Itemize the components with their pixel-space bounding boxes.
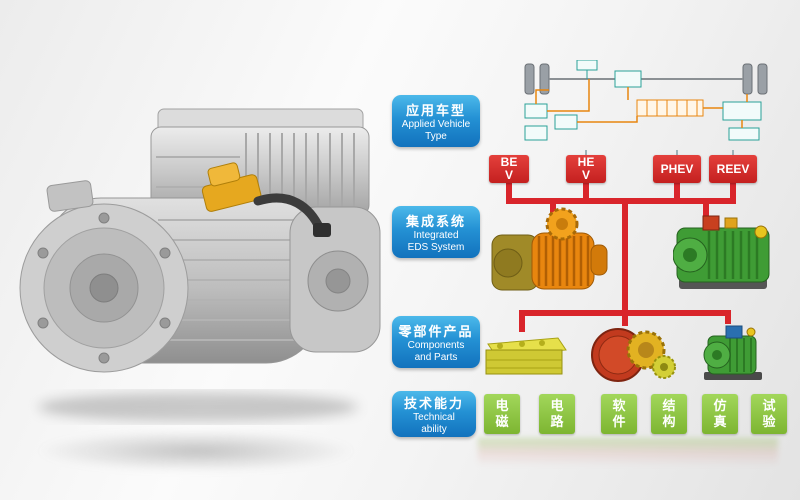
row-label-applied-vehicle-type: 应用车型 Applied Vehicle Type xyxy=(392,95,480,147)
row-label-en: EDS System xyxy=(407,241,465,253)
motor-ribbed-body xyxy=(531,232,595,290)
tree-line-eds-green-drop xyxy=(703,204,709,218)
tree-line-bottom-bus xyxy=(519,310,731,316)
controller-front-face xyxy=(485,349,563,375)
eds-orange-illustration xyxy=(491,207,608,291)
end-cap-bolts xyxy=(37,212,171,364)
component-gearset-image xyxy=(588,322,678,391)
schematic-connector-phev xyxy=(676,150,678,156)
gearbox-block xyxy=(614,70,642,88)
tree-line-top-bus xyxy=(506,198,736,204)
tree-line-reev-drop xyxy=(730,183,736,204)
small-motor-illustration xyxy=(703,325,762,380)
row-label-integrated-eds-system: 集成系统 Integrated EDS System xyxy=(392,206,480,258)
cable-terminal xyxy=(313,223,331,237)
tree-line-phev-drop xyxy=(674,183,680,204)
row-label-en: Integrated xyxy=(413,229,459,241)
vehicle-type-bev: BEV xyxy=(489,155,529,183)
yellow-port xyxy=(754,225,768,239)
side-cylinder xyxy=(590,244,608,276)
component-motor-image xyxy=(698,322,768,389)
hv-cable xyxy=(253,193,325,234)
row-label-zh: 集成系统 xyxy=(405,213,466,229)
vehicle-type-reev: REEV xyxy=(709,155,757,183)
gearset-illustration xyxy=(591,328,676,382)
row-label-en: and Parts xyxy=(414,351,458,363)
tree-line-component-left-drop xyxy=(519,316,525,332)
vehicle-type-phev: PHEV xyxy=(653,155,701,183)
diagram-reflection xyxy=(478,438,778,466)
terminal-box xyxy=(725,325,743,339)
motor-fins xyxy=(707,231,759,279)
schematic-connector-reev xyxy=(732,150,734,156)
capability-structure: 结构 xyxy=(651,394,687,434)
eds-green-illustration xyxy=(672,215,770,289)
controller-illustration xyxy=(485,337,567,375)
tree-line-hev-drop xyxy=(583,183,589,204)
row-label-zh: 技术能力 xyxy=(403,395,464,411)
edrive-unit-illustration xyxy=(19,108,381,422)
row-label-zh: 零部件产品 xyxy=(398,323,474,339)
aux-blocks xyxy=(524,101,762,141)
eds-system-orange-image xyxy=(489,205,611,302)
row-label-en: Type xyxy=(425,130,447,142)
wheel-rear-pair xyxy=(742,63,768,95)
edrive-unit-image xyxy=(8,95,388,430)
capability-software: 软件 xyxy=(601,394,637,434)
mounting-bracket xyxy=(46,180,94,212)
hv-connector xyxy=(201,162,262,212)
product-reflection xyxy=(36,430,356,472)
wheel-front-pair xyxy=(524,63,550,95)
capability-test: 试验 xyxy=(751,394,787,434)
row-label-zh: 应用车型 xyxy=(405,102,466,118)
powertrain-schematic xyxy=(519,59,773,154)
capability-circuit: 电路 xyxy=(539,394,575,434)
powertrain-schematic-drawing xyxy=(524,59,768,141)
controller-block xyxy=(576,59,598,71)
tree-line-bev-drop xyxy=(506,183,512,204)
eds-system-green-image xyxy=(672,212,773,302)
tree-line-component-mid-drop xyxy=(622,316,628,326)
top-red-block xyxy=(702,215,720,231)
motor-fins xyxy=(537,236,590,286)
row-label-technical-ability: 技术能力 Technical ability xyxy=(392,391,476,437)
capability-electromagnetic: 电磁 xyxy=(484,394,520,434)
row-label-en: ability xyxy=(421,423,447,435)
row-label-en: Applied Vehicle xyxy=(401,118,471,130)
top-yellow-block xyxy=(724,217,738,229)
schematic-connector-hev xyxy=(585,150,587,156)
row-label-en: Components xyxy=(407,339,465,351)
product-shadow xyxy=(38,392,358,422)
vehicle-type-hev: HEV xyxy=(566,155,606,183)
hv-wiring xyxy=(535,79,748,128)
tree-line-component-right-drop xyxy=(725,316,731,324)
component-controller-image xyxy=(478,330,568,387)
row-label-components-and-parts: 零部件产品 Components and Parts xyxy=(392,316,480,368)
tree-line-eds-orange-drop xyxy=(550,204,556,216)
capability-simulation: 仿真 xyxy=(702,394,738,434)
row-label-en: Technical xyxy=(413,411,455,423)
tree-line-center-trunk xyxy=(622,204,628,310)
battery-block xyxy=(636,99,704,117)
